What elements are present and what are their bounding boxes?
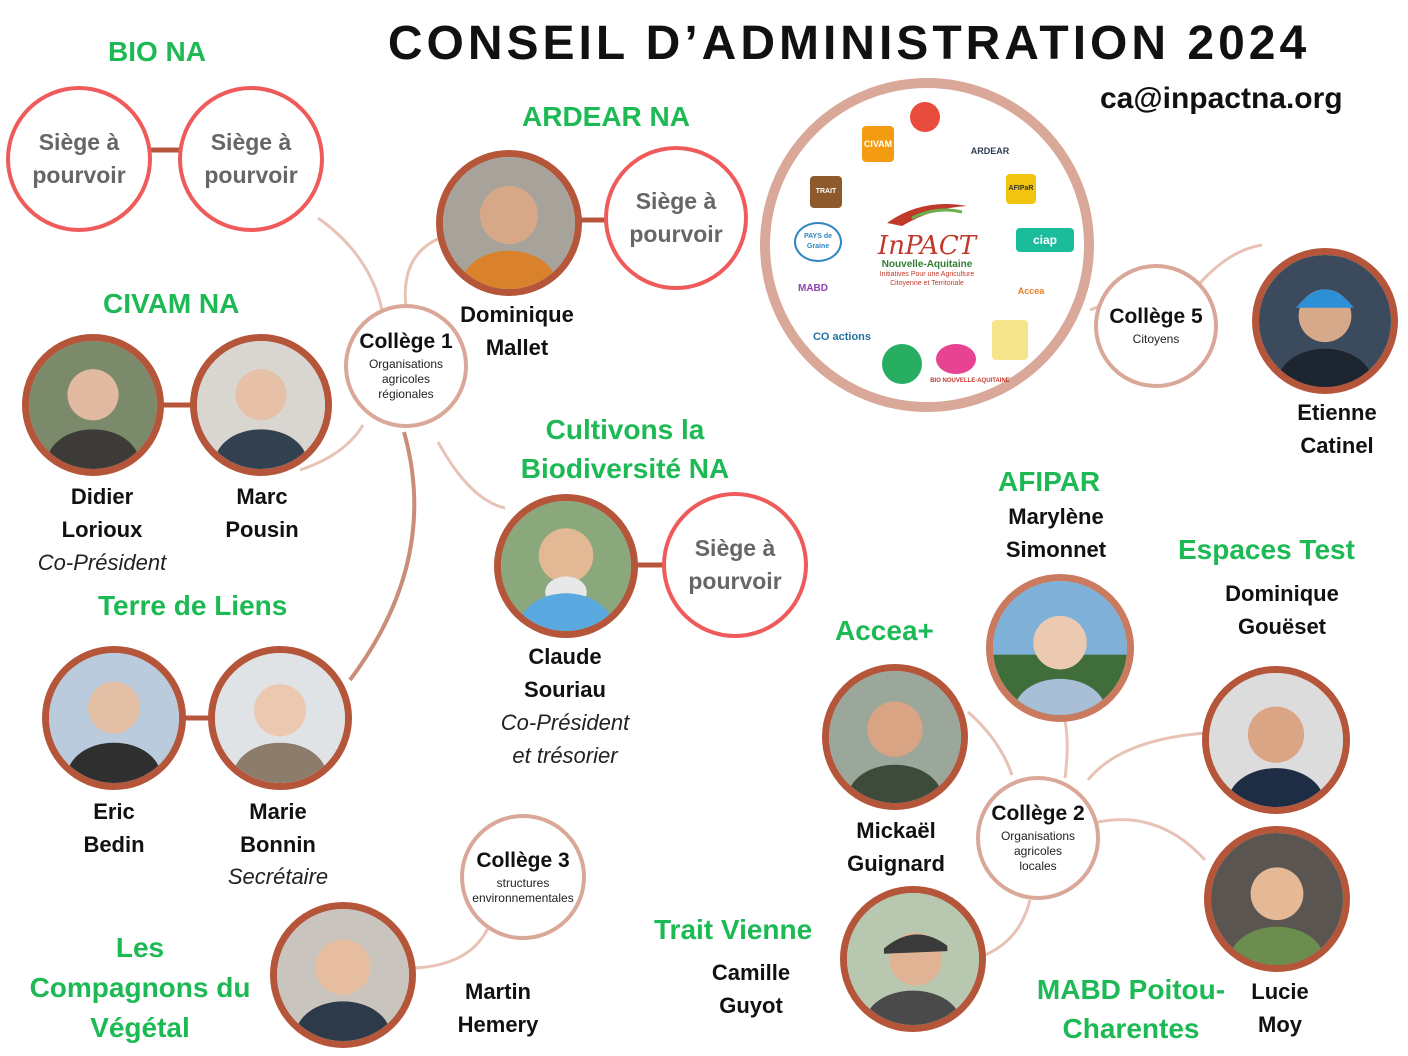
college-5: Collège 5 Citoyens: [1094, 264, 1218, 388]
org-mabd-poitou-charentes: MABD Poitou-Charentes: [1036, 974, 1226, 1044]
photo-mickael-guignard: [822, 664, 968, 810]
logo-ardear: ARDEAR: [970, 146, 1010, 156]
logo-ciap: ciap: [1016, 228, 1074, 252]
line-bio-college1: [317, 216, 384, 311]
logo-biodiversite-icon: [992, 320, 1028, 360]
logo-afipar: AFIPaR: [1006, 174, 1036, 204]
line-trait-college2: [984, 899, 1032, 957]
logo-bio-na-icon: [910, 102, 940, 132]
line-accea-college2: [967, 710, 1014, 776]
photo-marie-bonnin: [208, 646, 352, 790]
page-title: CONSEIL D’ADMINISTRATION 2024: [387, 17, 1311, 70]
logo-pays-de-graine: PAYS de Graine: [794, 222, 842, 262]
photo-dominique-goueset: [1202, 666, 1350, 814]
line-etienne-college5: [1198, 243, 1263, 285]
org-terre-de-liens: Terre de Liens: [98, 590, 288, 621]
org-accea-plus: Accea+: [835, 615, 934, 646]
org-civam-na: CIVAM NA: [103, 288, 240, 319]
logo-accea: Accea: [1017, 286, 1045, 296]
inpact-swoosh-icon: [887, 204, 967, 226]
org-espaces-test: Espaces Test: [1178, 534, 1355, 565]
photo-dominique-mallet: [436, 150, 582, 296]
logo-bio-flower-icon: [936, 344, 976, 374]
logo-trait-vienne: TRAIT: [810, 176, 842, 208]
line-cultivons-college1: [436, 441, 506, 510]
photo-didier-lorioux: [22, 334, 164, 476]
org-ardear-na: ARDEAR NA: [522, 101, 690, 132]
logo-civam: CIVAM: [862, 126, 894, 162]
photo-martin-hemery: [270, 902, 416, 1048]
org-afipar: AFIPAR: [998, 466, 1101, 497]
photo-camille-guyot: [840, 886, 986, 1032]
line-compagnons-college3: [414, 927, 490, 970]
role-marie-bonnin: Secrétaire: [227, 864, 329, 889]
org-bio-na: BIO NA: [108, 36, 206, 67]
photo-etienne-catinel: [1252, 248, 1398, 394]
line-espaces-college2: [1086, 731, 1206, 781]
inpact-logo: InPACT Nouvelle-Aquitaine Initiatives Po…: [850, 198, 1004, 288]
role-didier-lorioux: Co-Président: [37, 550, 167, 575]
photo-claude-souriau: [494, 494, 638, 638]
org-trait-vienne: Trait Vienne: [654, 914, 813, 945]
photo-marylene-simonnet: [986, 574, 1134, 722]
logo-bio-nouvelle-aquitaine: BIO NOUVELLE-AQUITAINE: [930, 378, 1010, 384]
line-mabd-college2: [1097, 818, 1207, 862]
photo-eric-bedin: [42, 646, 186, 790]
logo-co-actions: CO actions: [812, 331, 872, 343]
line-terre-college1: [348, 431, 417, 682]
photo-lucie-moy: [1204, 826, 1350, 972]
photo-marc-pousin: [190, 334, 332, 476]
contact-email[interactable]: ca@inpactna.org: [1100, 82, 1343, 115]
inpact-logo-circle: InPACT Nouvelle-Aquitaine Initiatives Po…: [760, 78, 1094, 412]
logo-compagnons-icon: [882, 344, 922, 384]
line-ardear-college1: [403, 236, 441, 309]
logo-mabd: MABD: [798, 283, 828, 294]
